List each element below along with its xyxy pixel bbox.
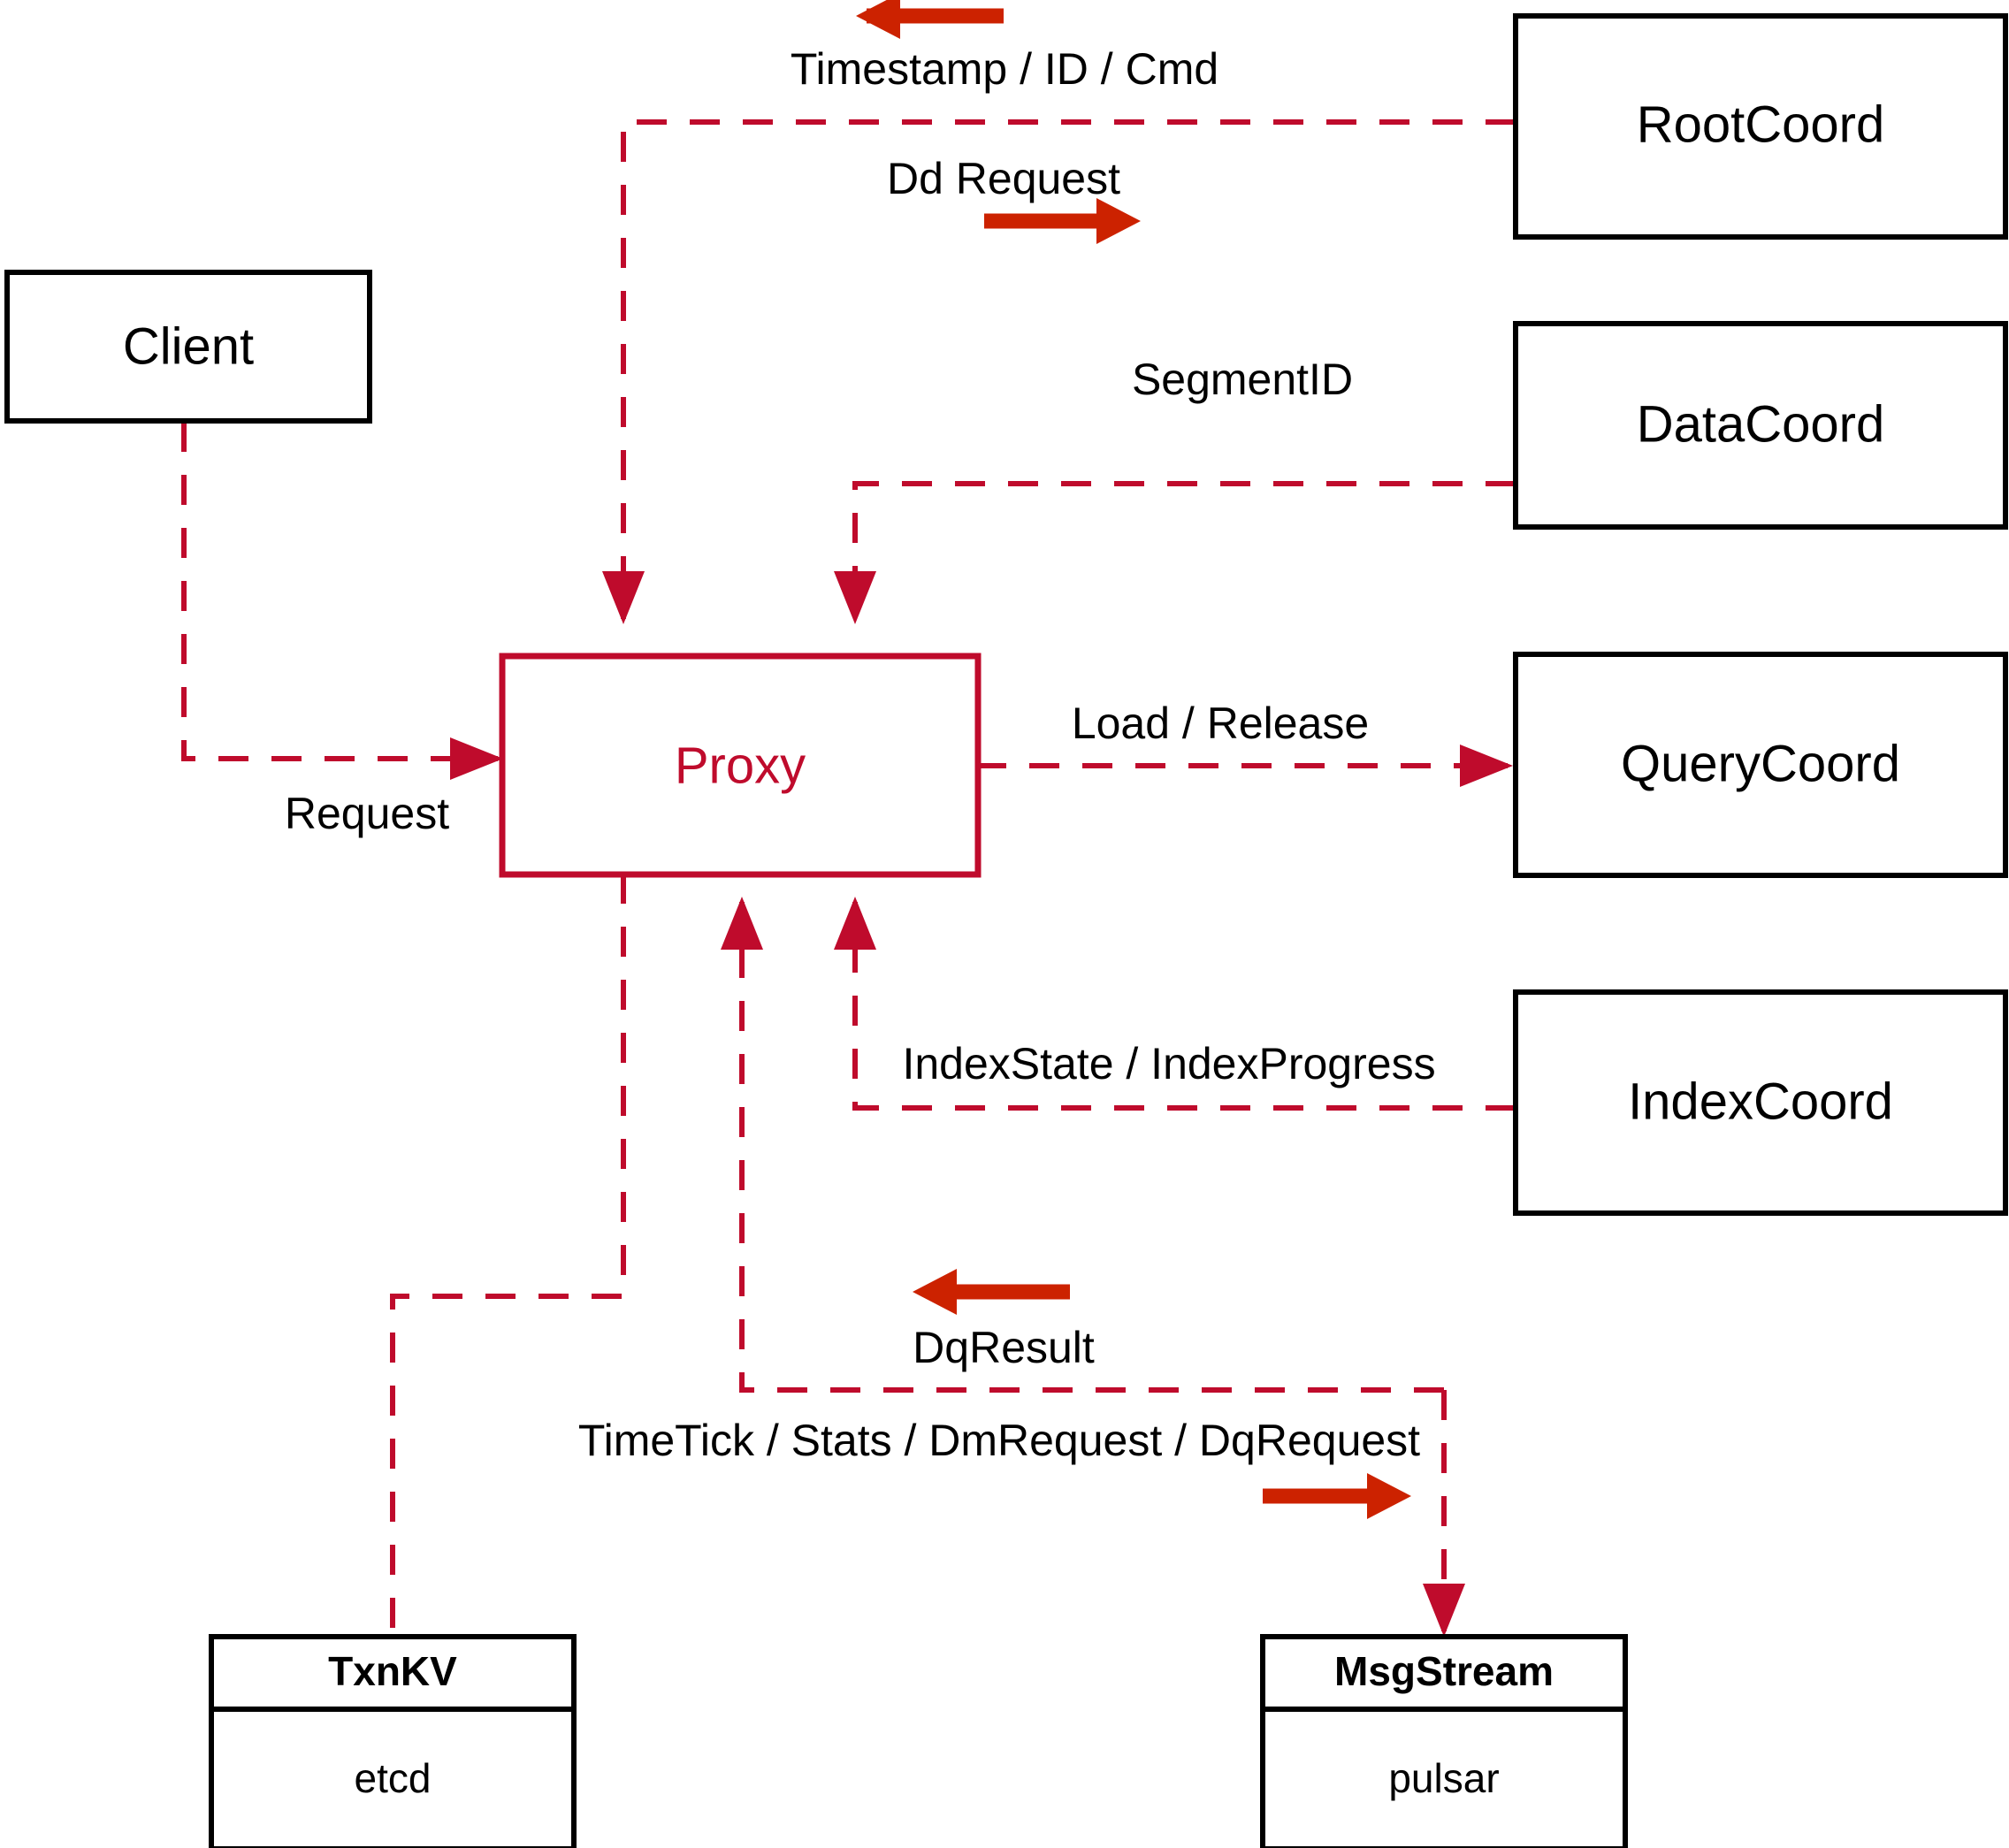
node-msgstream-impl: pulsar [1388,1755,1499,1801]
edge-txnkv-path [390,874,626,1637]
node-query-coord[interactable]: QueryCoord [1513,652,2008,878]
node-txnkv[interactable]: TxnKV etcd [209,1634,577,1848]
flow-arrow-timetick-right [1263,1473,1411,1519]
edge-label-dq-result: DqResult [913,1323,1095,1372]
node-client[interactable]: Client [4,270,372,424]
node-proxy-label: Proxy [675,737,806,794]
node-msgstream-title: MsgStream [1334,1648,1554,1694]
node-index-coord[interactable]: IndexCoord [1513,989,2008,1216]
node-txnkv-impl: etcd [355,1755,432,1801]
edge-index-state-path [834,897,1516,1111]
edge-segment-id-path [834,481,1516,624]
node-root-coord-label: RootCoord [1637,95,1884,153]
node-proxy[interactable]: Proxy [499,653,982,878]
flow-arrow-timestamp-left [856,0,1004,39]
node-client-label: Client [123,317,254,375]
flow-arrow-dq-result-left [913,1269,1070,1315]
node-query-coord-label: QueryCoord [1621,735,1900,792]
edge-label-timetick-stats-dm-dq: TimeTick / Stats / DmRequest / DqRequest [578,1416,1420,1465]
node-data-coord[interactable]: DataCoord [1513,321,2008,530]
edge-label-timestamp-id-cmd: Timestamp / ID / Cmd [791,44,1218,94]
node-index-coord-label: IndexCoord [1628,1073,1893,1130]
edge-dq-result-path [721,897,1444,1393]
edge-label-index-state-progress: IndexState / IndexProgress [902,1039,1435,1088]
edge-timestamp-id-cmd-path [602,119,1516,624]
edge-label-request: Request [285,789,449,838]
flow-arrow-dd-request-right [984,198,1141,244]
node-txnkv-title: TxnKV [328,1648,457,1694]
node-msgstream[interactable]: MsgStream pulsar [1260,1634,1628,1848]
edge-label-load-release: Load / Release [1072,699,1369,748]
node-data-coord-label: DataCoord [1637,395,1884,453]
edge-request-path [181,422,503,780]
node-root-coord[interactable]: RootCoord [1513,13,2008,240]
edge-label-dd-request: Dd Request [887,154,1120,203]
edge-label-segment-id: SegmentID [1132,355,1353,404]
